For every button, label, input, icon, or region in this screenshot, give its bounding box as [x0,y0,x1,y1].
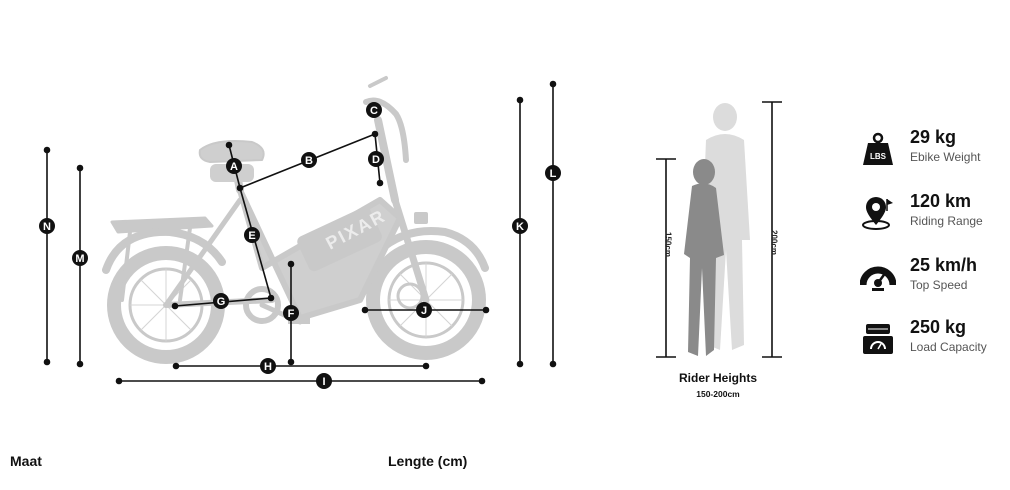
badge-c: C [366,102,382,118]
svg-text:H: H [264,361,272,373]
size-column-header: Maat [10,453,42,469]
svg-text:F: F [288,308,295,320]
tall-height-label: 200cm [769,230,779,255]
spec-load-label: Load Capacity [910,340,987,354]
spec-range-value: 120 km [910,191,972,211]
svg-text:E: E [248,230,255,242]
spec-load: 250 kg Load Capacity [860,317,1010,365]
front-wheel [366,240,486,360]
svg-text:A: A [230,161,238,173]
badge-h: H [260,358,276,374]
spec-weight-value: 29 kg [910,127,957,147]
short-person-figure [684,159,724,356]
spec-speed-value: 25 km/h [910,255,978,275]
length-column-header: Lengte (cm) [388,453,468,469]
badge-j: J [416,302,432,318]
spec-load-value: 250 kg [910,317,967,337]
svg-text:L: L [550,168,557,180]
rider-heights-title: Rider Heights [678,371,757,385]
dimension-badges: A B C D E F G H I J K L M N [39,102,561,389]
svg-text:N: N [43,221,51,233]
svg-text:LBS: LBS [870,152,887,161]
rider-height-figures [656,101,782,358]
badge-e: E [244,227,260,243]
svg-text:I: I [322,376,325,388]
badge-d: D [368,151,384,167]
badge-n: N [39,218,55,234]
badge-m: M [72,250,88,266]
spec-speed-label: Top Speed [910,278,968,292]
location-pin-icon [862,197,893,230]
svg-text:M: M [75,253,84,265]
badge-l: L [545,165,561,181]
speedometer-icon [860,266,896,291]
weight-icon: LBS [863,132,893,165]
rider-heights-range: 150-200cm [696,389,740,399]
spec-range-label: Riding Range [910,214,983,228]
spec-speed: 25 km/h Top Speed [860,255,1010,303]
svg-text:K: K [516,221,524,233]
scale-icon [863,324,893,354]
badge-b: B [301,152,317,168]
svg-text:G: G [217,296,226,308]
spec-range: 120 km Riding Range [860,191,1010,239]
badge-i: I [316,373,332,389]
svg-text:C: C [370,105,378,117]
spec-weight-label: Ebike Weight [910,150,981,164]
short-height-label: 150cm [663,232,673,257]
badge-a: A [226,158,242,174]
badge-f: F [283,305,299,321]
badge-g: G [213,293,229,309]
spec-weight: LBS 29 kg Ebike Weight [860,127,1010,175]
svg-text:B: B [305,155,313,167]
badge-k: K [512,218,528,234]
svg-text:D: D [372,154,380,166]
svg-text:J: J [421,305,427,317]
